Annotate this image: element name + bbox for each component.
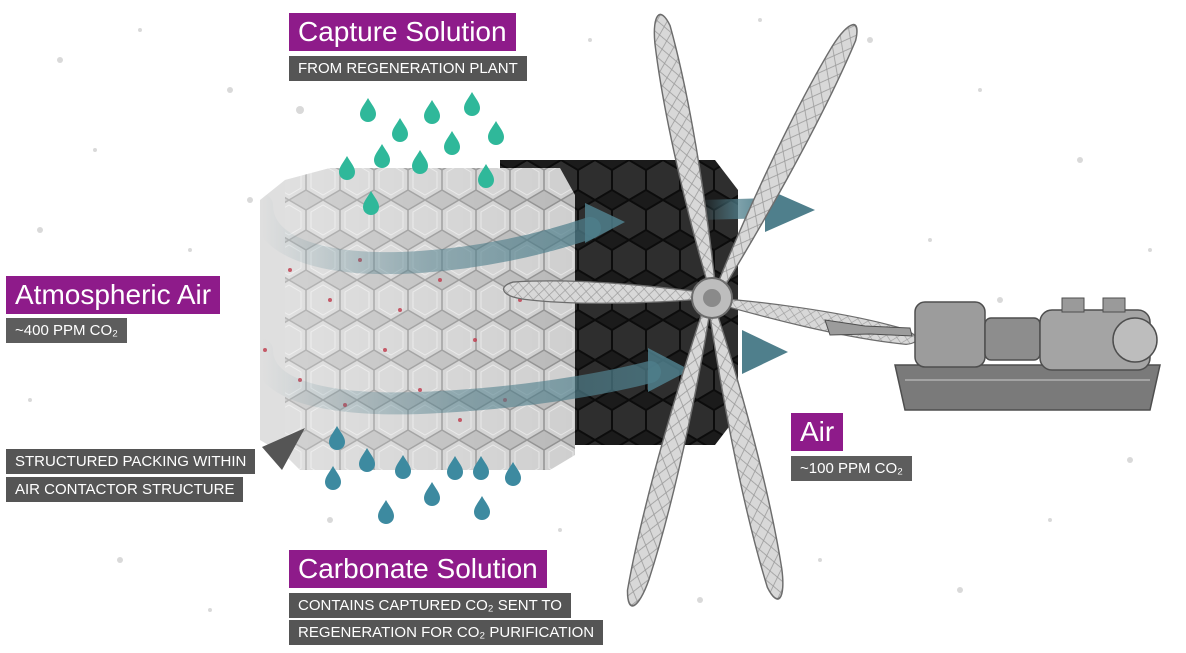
capture-solution-subtitle: FROM REGENERATION PLANT: [289, 56, 527, 81]
structured-packing-block: [260, 168, 575, 470]
atmospheric-air-subtitle: ~400 PPM CO₂: [6, 318, 127, 343]
capture-solution-title: Capture Solution: [289, 13, 516, 51]
packing-label-line2: AIR CONTACTOR STRUCTURE: [6, 477, 243, 502]
outlet-air-title: Air: [791, 413, 843, 451]
carbonate-solution-title: Carbonate Solution: [289, 550, 547, 588]
motor-drive-unit: [825, 298, 1160, 410]
carbonate-solution-line1: CONTAINS CAPTURED CO₂ SENT TO: [289, 593, 571, 618]
atmospheric-air-title: Atmospheric Air: [6, 276, 220, 314]
packing-label-line1: STRUCTURED PACKING WITHIN: [6, 449, 255, 474]
carbonate-solution-line2: REGENERATION FOR CO₂ PURIFICATION: [289, 620, 603, 645]
outlet-air-subtitle: ~100 PPM CO₂: [791, 456, 912, 481]
